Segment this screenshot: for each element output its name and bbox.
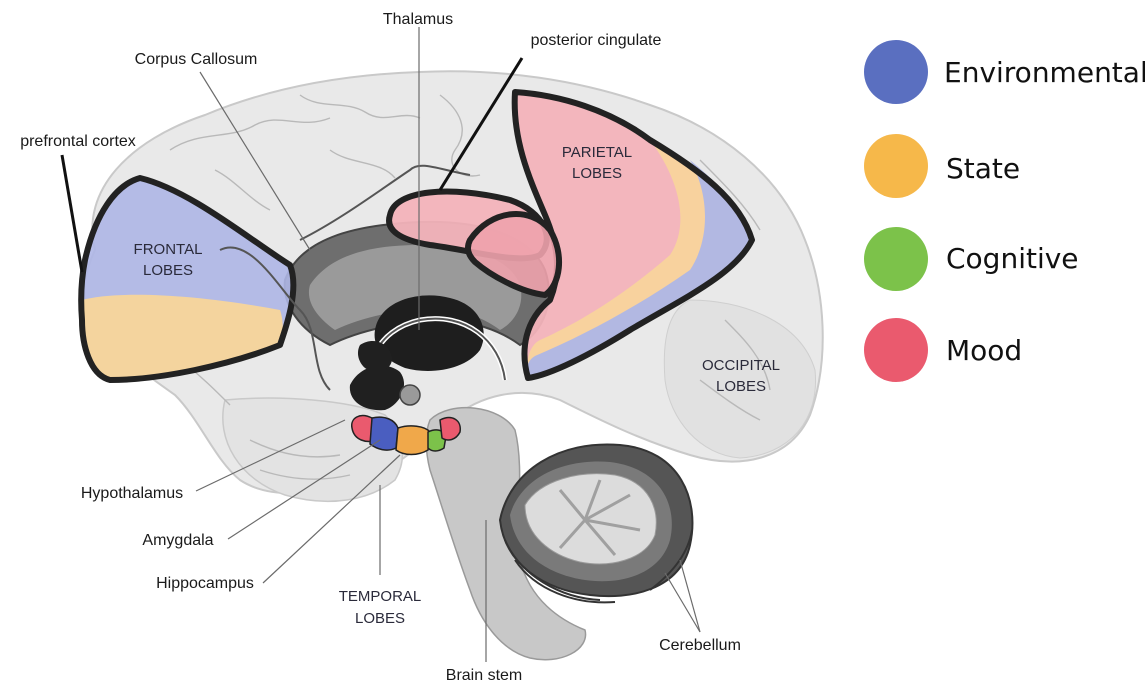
label-occipital-lobes-line1: OCCIPITAL (702, 357, 780, 374)
label-posterior-cingulate: posterior cingulate (531, 32, 662, 49)
legend-swatch-cognitive (864, 227, 928, 291)
legend-swatch-state (864, 134, 928, 198)
label-temporal-lobes-line1: TEMPORAL (339, 588, 422, 605)
label-prefrontal-cortex: prefrontal cortex (20, 133, 136, 150)
label-occipital-lobes-line2: LOBES (716, 378, 766, 395)
label-amygdala: Amygdala (142, 532, 213, 549)
legend: Environmental State Cognitive Mood (864, 40, 1145, 382)
label-thalamus: Thalamus (383, 11, 453, 28)
label-frontal-lobes-line1: FRONTAL (134, 241, 203, 258)
label-brain-stem: Brain stem (446, 667, 522, 683)
label-parietal-lobes-line1: PARIETAL (562, 144, 632, 161)
label-frontal-lobes-line2: LOBES (143, 262, 193, 279)
legend-swatch-environmental (864, 40, 928, 104)
label-hippocampus: Hippocampus (156, 575, 254, 592)
label-corpus-callosum: Corpus Callosum (135, 51, 258, 68)
legend-swatch-mood (864, 318, 928, 382)
label-cerebellum: Cerebellum (659, 637, 741, 654)
cerebellum (500, 444, 692, 602)
legend-label-state: State (946, 152, 1020, 185)
legend-label-cognitive: Cognitive (946, 242, 1079, 275)
label-hypothalamus: Hypothalamus (81, 485, 183, 502)
label-parietal-lobes-line2: LOBES (572, 165, 622, 182)
label-temporal-lobes-line2: LOBES (355, 610, 405, 627)
legend-label-mood: Mood (946, 334, 1022, 367)
legend-label-environmental: Environmental (944, 56, 1145, 89)
